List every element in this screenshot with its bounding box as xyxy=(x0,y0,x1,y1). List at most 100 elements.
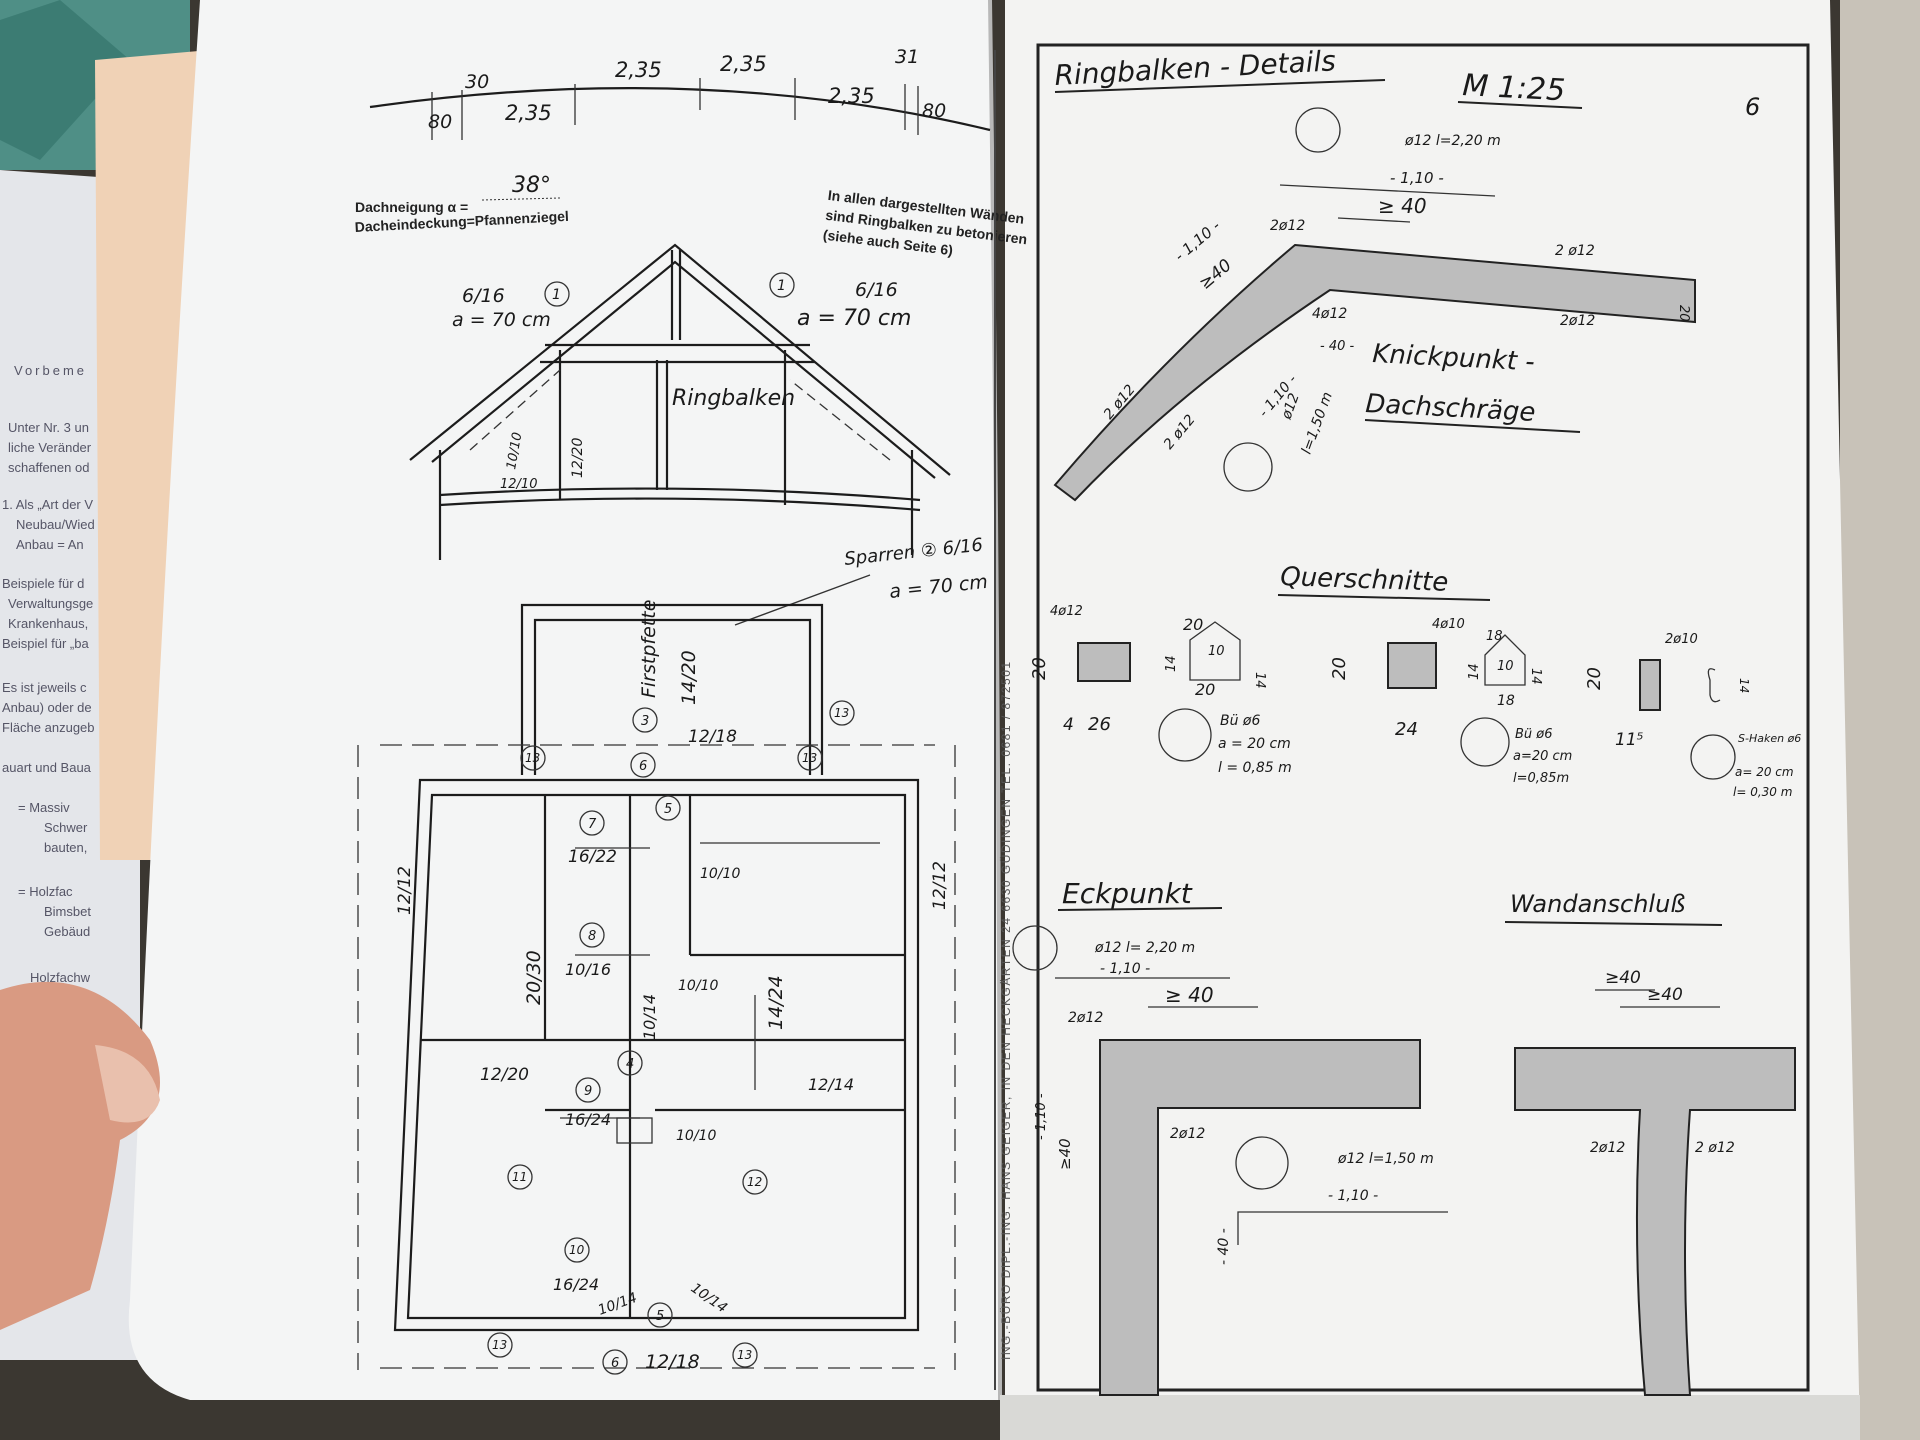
svg-text:10: 10 xyxy=(569,1243,585,1257)
svg-text:M 1:25: M 1:25 xyxy=(1462,68,1566,108)
svg-text:80: 80 xyxy=(922,100,946,122)
svg-text:- 1,10 -: - 1,10 - xyxy=(1100,961,1150,977)
eckpunkt-detail: Eckpunkt ø12 l= 2,20 m - 1,10 - ≥ 40 2ø1… xyxy=(1012,877,1448,1396)
svg-text:24: 24 xyxy=(1395,719,1418,740)
svg-text:1: 1 xyxy=(552,287,561,303)
svg-text:30: 30 xyxy=(465,71,489,93)
svg-text:2ø12: 2ø12 xyxy=(1590,1140,1625,1156)
svg-text:2ø10: 2ø10 xyxy=(1665,632,1698,647)
svg-text:a = 20 cm: a = 20 cm xyxy=(1218,736,1291,752)
svg-text:16/22: 16/22 xyxy=(568,847,617,867)
svg-text:Neubau/Wied: Neubau/Wied xyxy=(16,517,95,532)
svg-text:≥40: ≥40 xyxy=(1056,1138,1074,1170)
svg-text:6/16: 6/16 xyxy=(855,279,898,301)
svg-text:4ø12: 4ø12 xyxy=(1312,306,1347,322)
svg-text:80: 80 xyxy=(428,111,452,133)
svg-text:Bü ø6: Bü ø6 xyxy=(1515,727,1553,742)
svg-text:38°: 38° xyxy=(512,173,551,198)
svg-text:20: 20 xyxy=(1676,305,1691,322)
svg-text:13: 13 xyxy=(834,706,849,720)
svg-text:31: 31 xyxy=(895,46,919,68)
svg-text:3: 3 xyxy=(641,714,649,729)
svg-text:Bimsbet: Bimsbet xyxy=(44,904,91,919)
svg-text:2ø12: 2ø12 xyxy=(1270,218,1305,234)
svg-text:20/30: 20/30 xyxy=(523,950,545,1005)
svg-text:a= 20 cm: a= 20 cm xyxy=(1735,765,1794,779)
svg-text:- 1,10 -: - 1,10 - xyxy=(1328,1188,1378,1204)
svg-text:Bü ø6: Bü ø6 xyxy=(1220,713,1260,729)
svg-text:6/16: 6/16 xyxy=(462,285,505,307)
svg-text:Holzfachw: Holzfachw xyxy=(30,970,91,985)
svg-text:6: 6 xyxy=(639,759,647,774)
svg-text:≥40: ≥40 xyxy=(1605,968,1641,988)
svg-text:14: 14 xyxy=(1528,668,1543,685)
svg-text:Dachneigung α =: Dachneigung α = xyxy=(355,199,468,215)
svg-text:11⁵: 11⁵ xyxy=(1615,730,1644,750)
svg-text:14: 14 xyxy=(1467,663,1482,680)
svg-text:2,35: 2,35 xyxy=(615,58,662,82)
querschnitte-detail: Querschnitte 4ø12 20 4 26 20 14 10 14 20… xyxy=(1029,562,1801,799)
svg-text:10: 10 xyxy=(1497,659,1514,674)
svg-text:schaffenen od: schaffenen od xyxy=(8,460,89,475)
svg-text:≥40: ≥40 xyxy=(1647,985,1683,1005)
svg-text:14/24: 14/24 xyxy=(765,975,787,1030)
svg-text:13: 13 xyxy=(737,1348,752,1362)
svg-text:10/10: 10/10 xyxy=(676,1128,716,1144)
wandanschluss-detail: Wandanschluß ≥40 ≥40 2ø12 2 ø12 xyxy=(1504,890,1796,1396)
svg-text:Es ist jeweils c: Es ist jeweils c xyxy=(2,680,87,695)
svg-text:12/20: 12/20 xyxy=(480,1065,529,1085)
svg-text:Querschnitte: Querschnitte xyxy=(1280,562,1449,598)
svg-text:10/10: 10/10 xyxy=(700,866,740,882)
svg-text:14: 14 xyxy=(1252,672,1267,689)
svg-text:2ø12: 2ø12 xyxy=(1560,313,1595,329)
plan-labels: Firstpfette 14/20 12/18 16/22 10/16 20/3… xyxy=(395,600,950,1373)
svg-text:4ø10: 4ø10 xyxy=(1432,617,1465,632)
svg-text:8: 8 xyxy=(588,929,596,944)
svg-text:Fläche anzugeb: Fläche anzugeb xyxy=(2,720,95,735)
svg-text:auart und Baua: auart und Baua xyxy=(2,760,92,775)
svg-text:a=20 cm: a=20 cm xyxy=(1513,749,1572,764)
svg-text:14: 14 xyxy=(1164,655,1179,672)
svg-text:2 ø12: 2 ø12 xyxy=(1555,243,1595,259)
svg-text:26: 26 xyxy=(1088,714,1111,735)
svg-text:l = 0,85 m: l = 0,85 m xyxy=(1218,760,1292,776)
svg-text:- 40 -: - 40 - xyxy=(1320,339,1354,354)
svg-text:ø12 l=1,50 m: ø12 l=1,50 m xyxy=(1337,1151,1434,1167)
svg-text:20: 20 xyxy=(1329,657,1350,680)
svg-text:- 1,10 -: - 1,10 - xyxy=(1034,1093,1049,1140)
svg-text:a = 70 cm: a = 70 cm xyxy=(797,306,911,331)
svg-text:18: 18 xyxy=(1497,693,1515,709)
svg-text:6: 6 xyxy=(1745,93,1760,121)
svg-text:12/20: 12/20 xyxy=(570,438,586,478)
svg-text:= Holzfac: = Holzfac xyxy=(18,884,73,899)
svg-text:6: 6 xyxy=(611,1356,619,1371)
svg-text:Unter Nr. 3 un: Unter Nr. 3 un xyxy=(8,420,89,435)
svg-text:≥ 40: ≥ 40 xyxy=(1378,194,1427,218)
svg-text:20: 20 xyxy=(1029,657,1050,680)
svg-text:= Massiv: = Massiv xyxy=(18,800,70,815)
svg-text:20: 20 xyxy=(1195,680,1215,699)
svg-text:1. Als „Art der V: 1. Als „Art der V xyxy=(2,497,93,512)
svg-text:2,35: 2,35 xyxy=(720,52,767,76)
svg-text:Wandanschluß: Wandanschluß xyxy=(1510,890,1685,918)
svg-text:Beispiele für d: Beispiele für d xyxy=(2,576,84,591)
svg-text:10: 10 xyxy=(1208,644,1225,659)
svg-text:Firstpfette: Firstpfette xyxy=(638,600,660,698)
svg-text:liche Veränder: liche Veränder xyxy=(8,440,92,455)
svg-text:Gebäud: Gebäud xyxy=(44,924,90,939)
title-block: ING.-BÜRO DIPL.-ING. HANS GEIGER, IN DEN… xyxy=(994,50,1013,1390)
floor-plan-drawing: Firstpfette 14/20 12/18 16/22 10/16 20/3… xyxy=(357,600,956,1375)
svg-text:2 ø12: 2 ø12 xyxy=(1695,1140,1735,1156)
svg-text:l=0,85m: l=0,85m xyxy=(1513,771,1569,786)
svg-text:10/16: 10/16 xyxy=(565,960,611,979)
svg-text:5: 5 xyxy=(664,802,672,817)
svg-text:Ringbalken: Ringbalken xyxy=(672,386,795,411)
svg-text:Anbau = An: Anbau = An xyxy=(16,537,84,552)
svg-text:16/24: 16/24 xyxy=(553,1275,599,1294)
svg-text:l= 0,30 m: l= 0,30 m xyxy=(1733,785,1792,799)
svg-text:12: 12 xyxy=(747,1175,762,1189)
svg-text:a = 70 cm: a = 70 cm xyxy=(452,309,551,331)
svg-text:≥ 40: ≥ 40 xyxy=(1165,983,1214,1007)
svg-text:18: 18 xyxy=(1486,629,1503,644)
